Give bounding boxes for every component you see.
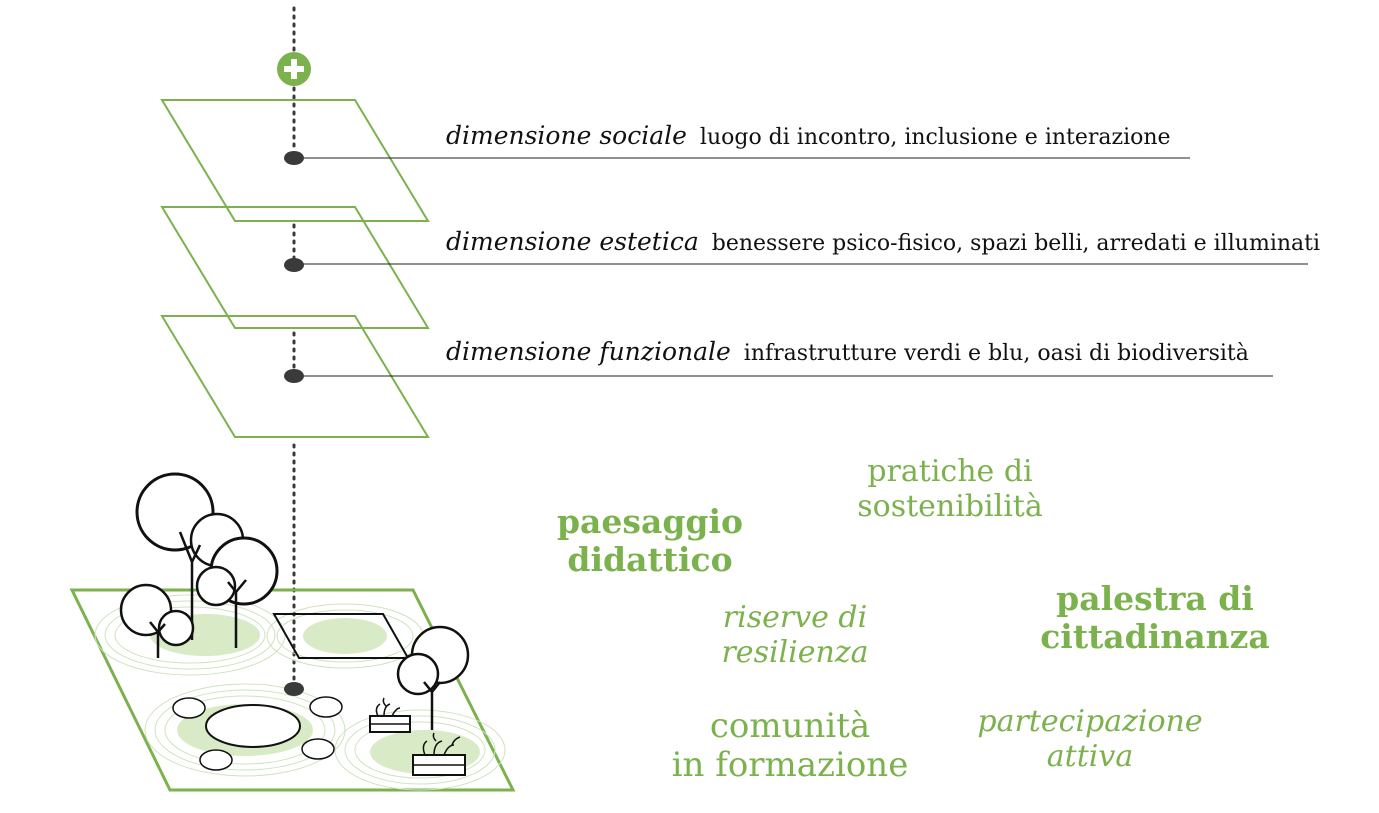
ground-plane — [69, 588, 516, 792]
keyword-line: attiva — [1046, 738, 1134, 774]
tree-icon — [119, 583, 195, 658]
dimension-description: benessere psico-fisico, spazi belli, arr… — [712, 231, 1320, 256]
dimension-description: luogo di incontro, inclusione e interazi… — [700, 125, 1171, 150]
keyword-partecipazione-attiva: partecipazione attiva — [960, 704, 1220, 774]
keyword-line: riserve di — [722, 600, 868, 635]
keyword-line: resilienza — [721, 634, 869, 670]
plus-icon — [277, 52, 311, 86]
keyword-palestra-cittadinanza: palestra di cittadinanza — [1020, 580, 1290, 656]
keyword-line: sostenibilità — [857, 488, 1043, 524]
keyword-line: didattico — [567, 539, 733, 579]
dimension-title: dimensione estetica — [446, 227, 699, 256]
layer-label-estetica: dimensione estetica benessere psico-fisi… — [446, 227, 1320, 256]
keyword-comunita-formazione: comunità in formazione — [640, 706, 940, 786]
keyword-line: palestra di — [1056, 579, 1254, 618]
plane-estetica — [160, 206, 430, 329]
keyword-pratiche-sostenibilita: pratiche di sostenibilità — [830, 454, 1070, 524]
keyword-paesaggio-didattico: paesaggio didattico — [540, 503, 760, 579]
keyword-line: pratiche di — [867, 454, 1033, 489]
small-oval — [172, 697, 206, 719]
keyword-line: paesaggio — [556, 502, 744, 541]
ground-dot — [284, 682, 304, 696]
landscape-ground — [69, 472, 516, 792]
dimension-title: dimensione sociale — [446, 121, 687, 150]
plane-funzionale — [160, 315, 430, 438]
small-oval — [199, 749, 233, 771]
planter-icon — [369, 697, 411, 733]
tree-icon — [195, 536, 279, 648]
keyword-line: partecipazione — [977, 704, 1203, 739]
planter-icon — [412, 732, 466, 776]
keyword-line: cittadinanza — [1040, 616, 1270, 656]
keyword-riserve-resilienza: riserve di resilienza — [700, 600, 890, 670]
layer-label-funzionale: dimensione funzionale infrastrutture ver… — [446, 337, 1249, 366]
green-patch — [303, 618, 387, 654]
central-oval — [205, 704, 301, 748]
layer-dot-funzionale — [284, 369, 304, 383]
keyword-line: comunità — [709, 706, 871, 746]
dimension-description: infrastrutture verdi e blu, oasi di biod… — [744, 341, 1249, 366]
layer-dot-sociale — [284, 151, 304, 165]
dimension-title: dimensione funzionale — [446, 337, 731, 366]
keyword-line: in formazione — [671, 745, 909, 786]
tree-icon — [396, 625, 470, 730]
small-oval — [309, 696, 343, 718]
plane-sociale — [160, 99, 430, 222]
layer-label-sociale: dimensione sociale luogo di incontro, in… — [446, 121, 1171, 150]
small-oval — [301, 738, 335, 760]
layer-dot-estetica — [284, 258, 304, 272]
